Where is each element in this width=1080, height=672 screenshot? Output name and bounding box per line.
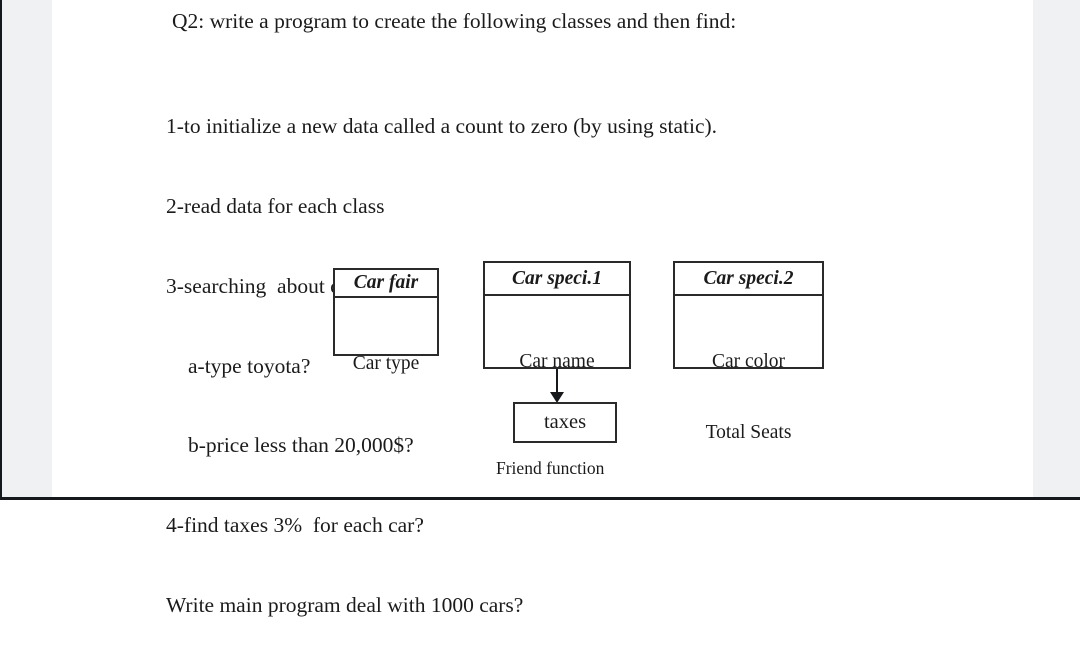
question-title: Q2: write a program to create the follow… [172,9,737,33]
class-member: Car name [519,351,595,372]
class-member: Total Seats [705,421,792,443]
friend-function-caption: Friend function [496,458,605,478]
arrow-line [556,369,558,394]
class-member: Car type [352,353,420,374]
class-box-car-speci-2: Car speci.2 Car color Total Seats [673,261,824,443]
requirement-line: Write main program deal with 1000 cars? [166,592,524,617]
class-box-title: Car speci.1 [485,263,629,296]
question-requirements: 1-to initialize a new data called a coun… [166,60,717,672]
page-right-margin [1033,0,1080,500]
taxes-function-box: taxes [513,402,617,443]
screen-left-edge [0,0,2,500]
class-box-members: Car type [335,298,437,423]
screen-bottom-edge [0,497,1080,500]
class-box-title: Car fair [335,270,437,298]
page-left-margin [2,0,52,500]
class-box-car-fair: Car fair Car type [333,268,439,374]
class-member: Car color [711,351,786,372]
arrow-head-icon [550,392,564,403]
requirement-line: 4-find taxes 3% for each car? [166,513,424,538]
requirement-line: 1-to initialize a new data called a coun… [166,114,718,139]
class-box-members: Car color Total Seats [675,296,822,491]
requirement-line: 2-read data for each class [166,193,385,218]
class-box-title: Car speci.2 [675,263,822,296]
requirement-line: 3-searching about car have: [166,273,409,298]
document-page: Q2: write a program to create the follow… [0,0,1080,617]
class-box-car-speci-1: Car speci.1 Car name Car price [483,261,631,443]
requirement-subline: a-type toyota? [188,353,311,378]
requirement-subline: b-price less than 20,000$? [188,433,414,458]
